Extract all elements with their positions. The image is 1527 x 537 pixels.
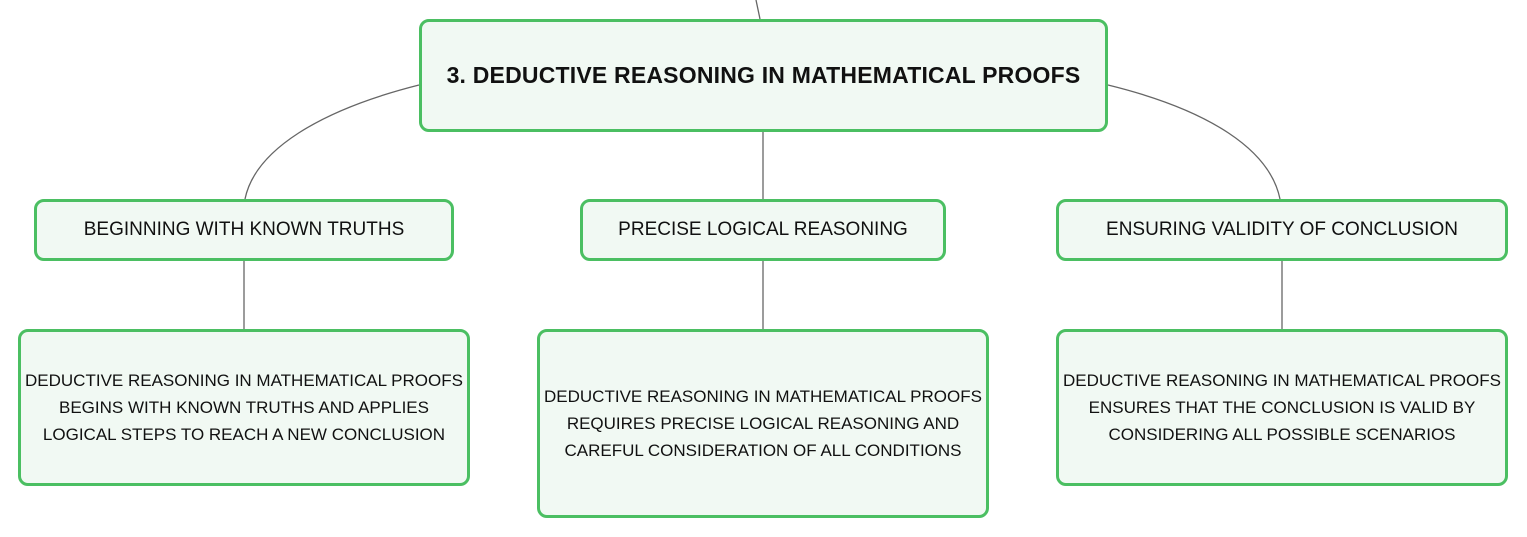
branch-node-label: PRECISE LOGICAL REASONING <box>618 219 908 240</box>
root-node[interactable]: 3. DEDUCTIVE REASONING IN MATHEMATICAL P… <box>419 19 1108 132</box>
detail-text: DEDUCTIVE REASONING IN MATHEMATICAL PROO… <box>25 367 463 448</box>
detail-text: DEDUCTIVE REASONING IN MATHEMATICAL PROO… <box>1063 367 1501 448</box>
branch-node-label: ENSURING VALIDITY OF CONCLUSION <box>1106 219 1458 240</box>
detail-line: CAREFUL CONSIDERATION OF ALL CONDITIONS <box>564 441 962 460</box>
root-node-label: 3. DEDUCTIVE REASONING IN MATHEMATICAL P… <box>446 62 1081 88</box>
detail-line: REQUIRES PRECISE LOGICAL REASONING AND <box>566 414 960 433</box>
branch-node-validity[interactable]: ENSURING VALIDITY OF CONCLUSION <box>1056 199 1508 261</box>
detail-node-known-truths[interactable]: DEDUCTIVE REASONING IN MATHEMATICAL PROO… <box>18 329 470 486</box>
detail-line: DEDUCTIVE REASONING IN MATHEMATICAL PROO… <box>1063 371 1501 390</box>
detail-text: DEDUCTIVE REASONING IN MATHEMATICAL PROO… <box>544 383 982 464</box>
detail-line: CONSIDERING ALL POSSIBLE SCENARIOS <box>1108 425 1456 444</box>
branch-node-label: BEGINNING WITH KNOWN TRUTHS <box>83 219 405 240</box>
detail-line: DEDUCTIVE REASONING IN MATHEMATICAL PROO… <box>544 387 982 406</box>
detail-line: DEDUCTIVE REASONING IN MATHEMATICAL PROO… <box>25 371 463 390</box>
connector-root-to-branch-1 <box>244 84 420 200</box>
connector-parent-to-root <box>755 0 761 20</box>
detail-line: ENSURES THAT THE CONCLUSION IS VALID BY <box>1088 398 1476 417</box>
detail-node-precise-reasoning[interactable]: DEDUCTIVE REASONING IN MATHEMATICAL PROO… <box>537 329 989 518</box>
connector-root-to-branch-3 <box>1107 84 1281 200</box>
branch-node-known-truths[interactable]: BEGINNING WITH KNOWN TRUTHS <box>34 199 454 261</box>
detail-line: LOGICAL STEPS TO REACH A NEW CONCLUSION <box>42 425 446 444</box>
detail-node-validity[interactable]: DEDUCTIVE REASONING IN MATHEMATICAL PROO… <box>1056 329 1508 486</box>
detail-line: BEGINS WITH KNOWN TRUTHS AND APPLIES <box>59 398 429 417</box>
branch-node-precise-reasoning[interactable]: PRECISE LOGICAL REASONING <box>580 199 946 261</box>
